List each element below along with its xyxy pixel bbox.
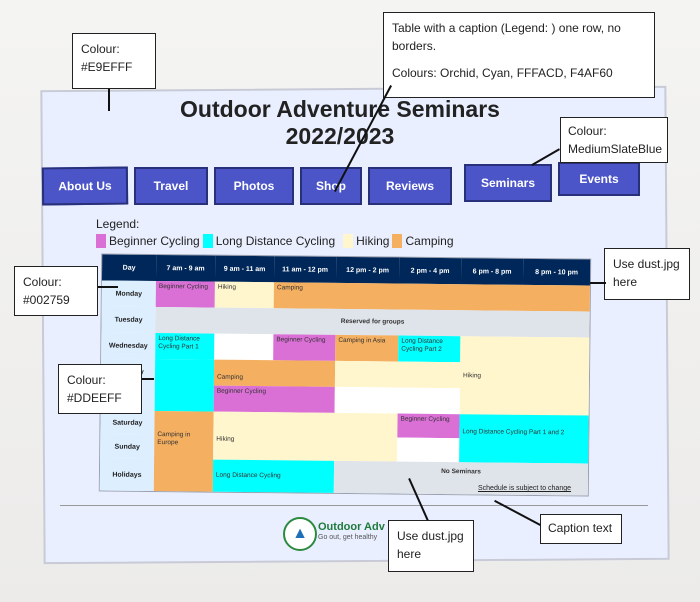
leader-line [142, 378, 154, 380]
cell-beginner-cycling: Beginner Cycling [213, 385, 335, 413]
annotation-table-caption: Table with a caption (Legend: ) one row,… [383, 12, 655, 98]
day-monday: Monday [101, 280, 156, 308]
table-header: 12 pm - 2 pm [335, 256, 400, 284]
legend-swatch-cyan [202, 234, 213, 248]
table-header: Day [101, 254, 157, 282]
nav-photos[interactable]: Photos [214, 167, 294, 205]
page-title-line2: 2022/2023 [285, 123, 395, 149]
leader-line [590, 282, 606, 284]
legend-label: Hiking [356, 234, 390, 248]
logo-title: Outdoor Adv [318, 521, 385, 533]
table-header: 11 am - 12 pm [273, 256, 337, 283]
day-sunday: Sunday [100, 434, 155, 460]
legend-swatch-lemon [343, 234, 354, 248]
nav-travel[interactable]: Travel [134, 167, 208, 205]
nav-about-us[interactable]: About Us [41, 166, 129, 206]
cell-long-distance-cont [154, 359, 215, 412]
table-header: 9 am - 11 am [214, 255, 275, 283]
nav-shop[interactable]: Shop [300, 167, 362, 205]
annotation-caption-text: Caption text [540, 514, 622, 544]
page-title: Outdoor Adventure Seminars 2022/2023 [130, 96, 550, 150]
annotation-colour-ddeeff: Colour: #DDEEFF [58, 364, 142, 414]
hikers-logo-icon[interactable]: ▲ [283, 517, 317, 551]
table-header: 8 pm - 10 pm [522, 258, 591, 286]
cell-long-distance: Long Distance Cycling [212, 459, 335, 493]
cell-camping-asia: Camping in Asia [335, 334, 399, 362]
cell-long-distance-1: Long Distance Cycling Part 1 [155, 333, 215, 360]
cell-long-distance-2: Long Distance Cycling Part 2 [398, 335, 461, 363]
annotation-colour-slateblue: Colour: MediumSlateBlue [560, 117, 668, 163]
legend-swatch-orchid [96, 234, 106, 248]
table-caption: Schedule is subject to change [478, 485, 572, 492]
cell-camping: Camping [213, 359, 336, 387]
nav-seminars[interactable]: Seminars [464, 164, 552, 202]
cell-hiking: Hiking [214, 281, 274, 309]
day-wednesday: Wednesday [101, 332, 156, 360]
day-saturday: Saturday [100, 410, 155, 436]
cell-empty [397, 437, 460, 463]
annotation-colour-002759: Colour: #002759 [14, 266, 98, 316]
cell-hiking-cont [334, 360, 461, 389]
legend-label: Beginner Cycling [109, 234, 200, 248]
legend: Legend: Beginner Cycling Long Distance C… [96, 217, 454, 248]
cell-long-distance-full: Long Distance Cycling Part 1 and 2 [459, 414, 589, 464]
cell-empty [214, 333, 274, 361]
cell-beginner-cycling: Beginner Cycling [273, 334, 336, 361]
footer-divider [60, 505, 648, 506]
cell-beginner-cycling: Beginner Cycling [397, 413, 460, 439]
page-title-line1: Outdoor Adventure Seminars [180, 96, 500, 122]
cell-camping: Camping [273, 282, 590, 312]
annotation-colour-e9efff: Colour: #E9EFFF [72, 33, 156, 89]
annotation-dust-bottom: Use dust.jpg here [388, 520, 474, 572]
annotation-dust-top: Use dust.jpg here [604, 248, 690, 300]
table-header: 6 pm - 8 pm [460, 258, 524, 285]
legend-label: Long Distance Cycling [215, 234, 336, 248]
day-tuesday: Tuesday [101, 306, 156, 334]
schedule-table: Day 7 am - 9 am 9 am - 11 am 11 am - 12 … [98, 253, 592, 497]
leader-line [98, 286, 118, 288]
logo-subtitle: Go out, get healthy [318, 534, 378, 541]
legend-heading: Legend: [96, 217, 140, 231]
legend-row: Beginner Cycling Long Distance Cycling H… [96, 234, 454, 248]
cell-hiking: Hiking [213, 411, 398, 462]
cell-beginner-cycling: Beginner Cycling [155, 281, 215, 308]
day-holidays: Holidays [99, 458, 155, 492]
nav-reviews[interactable]: Reviews [368, 167, 452, 205]
table-header: 2 pm - 4 pm [398, 257, 462, 285]
table-header: 7 am - 9 am [155, 255, 216, 282]
legend-swatch-orange [392, 234, 403, 248]
legend-label: Camping [405, 234, 454, 248]
cell-empty [334, 386, 460, 415]
nav-events[interactable]: Events [558, 162, 640, 196]
leader-line [108, 89, 110, 111]
cell-camping-europe: Camping in Europe [153, 411, 214, 492]
